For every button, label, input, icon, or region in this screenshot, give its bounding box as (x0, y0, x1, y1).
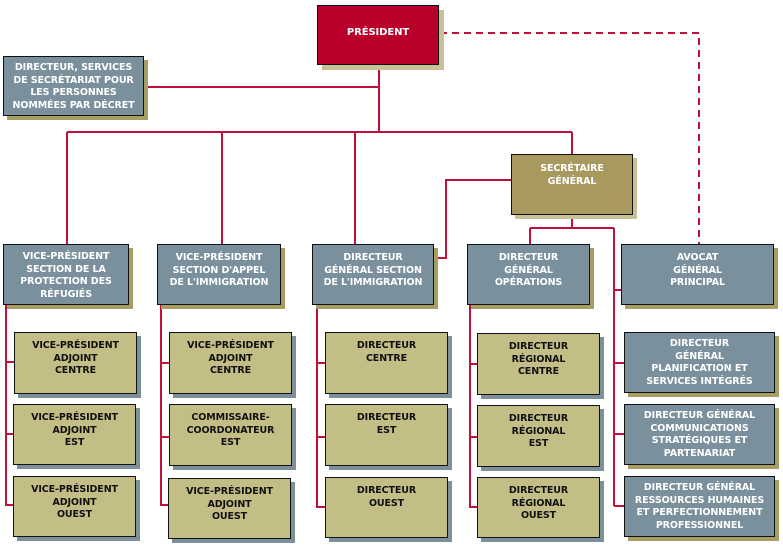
line-col1-trunk (5, 304, 14, 506)
box-dg-human-resources: DIRECTEUR GÉNÉRAL RESSOURCES HUMAINES ET… (624, 476, 775, 537)
secretariat-unit-label: DIRECTEUR GÉNÉRAL RESSOURCES HUMAINES ET… (634, 482, 765, 531)
secretary-general-label: SECRÉTAIRE GÉNÉRAL (540, 163, 604, 187)
box-vp-refugee-protection: VICE-PRÉSIDENT SECTION DE LA PROTECTION … (3, 244, 129, 305)
box-col2-child-1: VICE-PRÉSIDENT ADJOINT CENTRE (169, 332, 292, 394)
child-label: DIRECTEUR EST (356, 412, 417, 436)
column-head-label: DIRECTEUR GÉNÉRAL SECTION DE L'IMMIGRATI… (323, 252, 423, 288)
box-col4-child-1: DIRECTEUR RÉGIONAL CENTRE (477, 333, 600, 395)
child-label: VICE-PRÉSIDENT ADJOINT OUEST (31, 484, 118, 520)
box-col3-child-3: DIRECTEUR OUEST (325, 477, 448, 538)
box-vp-immigration-appeal: VICE-PRÉSIDENT SECTION D'APPEL DE L'IMMI… (157, 244, 281, 305)
box-director-appointees: DIRECTEUR, SERVICES DE SECRÉTARIAT POUR … (3, 56, 144, 116)
child-label: COMMISSAIRE- COORDONATEUR EST (186, 412, 275, 448)
box-col2-child-2: COMMISSAIRE- COORDONATEUR EST (169, 404, 292, 466)
child-label: VICE-PRÉSIDENT ADJOINT OUEST (186, 486, 273, 522)
child-label: DIRECTEUR OUEST (356, 485, 417, 509)
box-secretary-general: SECRÉTAIRE GÉNÉRAL (511, 154, 633, 215)
line-secretary-left (432, 179, 511, 259)
child-label: DIRECTEUR CENTRE (356, 340, 417, 364)
box-dg-operations: DIRECTEUR GÉNÉRAL OPÉRATIONS (467, 244, 590, 305)
box-dg-strategic-communications: DIRECTEUR GÉNÉRAL COMMUNICATIONS STRATÉG… (624, 404, 775, 465)
box-dg-planning-integrated-services: DIRECTEUR GÉNÉRAL PLANIFICATION ET SERVI… (624, 332, 775, 393)
child-label: VICE-PRÉSIDENT ADJOINT EST (31, 412, 118, 448)
box-col4-child-3: DIRECTEUR RÉGIONAL OUEST (477, 477, 600, 538)
box-col4-child-2: DIRECTEUR RÉGIONAL EST (477, 405, 600, 467)
child-label: VICE-PRÉSIDENT ADJOINT CENTRE (187, 340, 274, 376)
column-head-label: VICE-PRÉSIDENT SECTION DE LA PROTECTION … (20, 251, 112, 300)
line-col3-trunk (316, 304, 325, 508)
box-col3-child-2: DIRECTEUR EST (325, 404, 448, 466)
box-dg-immigration: DIRECTEUR GÉNÉRAL SECTION DE L'IMMIGRATI… (312, 244, 434, 305)
box-col1-child-2: VICE-PRÉSIDENT ADJOINT EST (13, 404, 136, 465)
line-col2-trunk (160, 304, 169, 506)
secretariat-unit-label: DIRECTEUR GÉNÉRAL PLANIFICATION ET SERVI… (646, 338, 753, 387)
line-col4-trunk (469, 304, 478, 508)
secretariat-unit-label: DIRECTEUR GÉNÉRAL COMMUNICATIONS STRATÉG… (643, 410, 756, 459)
box-col3-child-1: DIRECTEUR CENTRE (325, 332, 448, 394)
box-col1-child-3: VICE-PRÉSIDENT ADJOINT OUEST (13, 476, 136, 537)
child-label: VICE-PRÉSIDENT ADJOINT CENTRE (32, 340, 119, 376)
line-president-avocat-dashed (440, 32, 700, 244)
child-label: DIRECTEUR RÉGIONAL EST (508, 413, 569, 449)
column-head-label: DIRECTEUR GÉNÉRAL OPÉRATIONS (494, 252, 563, 288)
child-label: DIRECTEUR RÉGIONAL OUEST (508, 485, 569, 521)
column-head-label: AVOCAT GÉNÉRAL PRINCIPAL (670, 252, 725, 288)
child-label: DIRECTEUR RÉGIONAL CENTRE (508, 341, 569, 377)
box-col1-child-1: VICE-PRÉSIDENT ADJOINT CENTRE (14, 332, 137, 394)
director-appointees-label: DIRECTEUR, SERVICES DE SECRÉTARIAT POUR … (12, 62, 135, 111)
box-avocat-general: AVOCAT GÉNÉRAL PRINCIPAL (621, 244, 774, 305)
president-label: PRÉSIDENT (346, 27, 410, 38)
column-head-label: VICE-PRÉSIDENT SECTION D'APPEL DE L'IMMI… (169, 252, 269, 288)
box-president: PRÉSIDENT (317, 5, 439, 65)
box-col2-child-3: VICE-PRÉSIDENT ADJOINT OUEST (168, 478, 291, 539)
